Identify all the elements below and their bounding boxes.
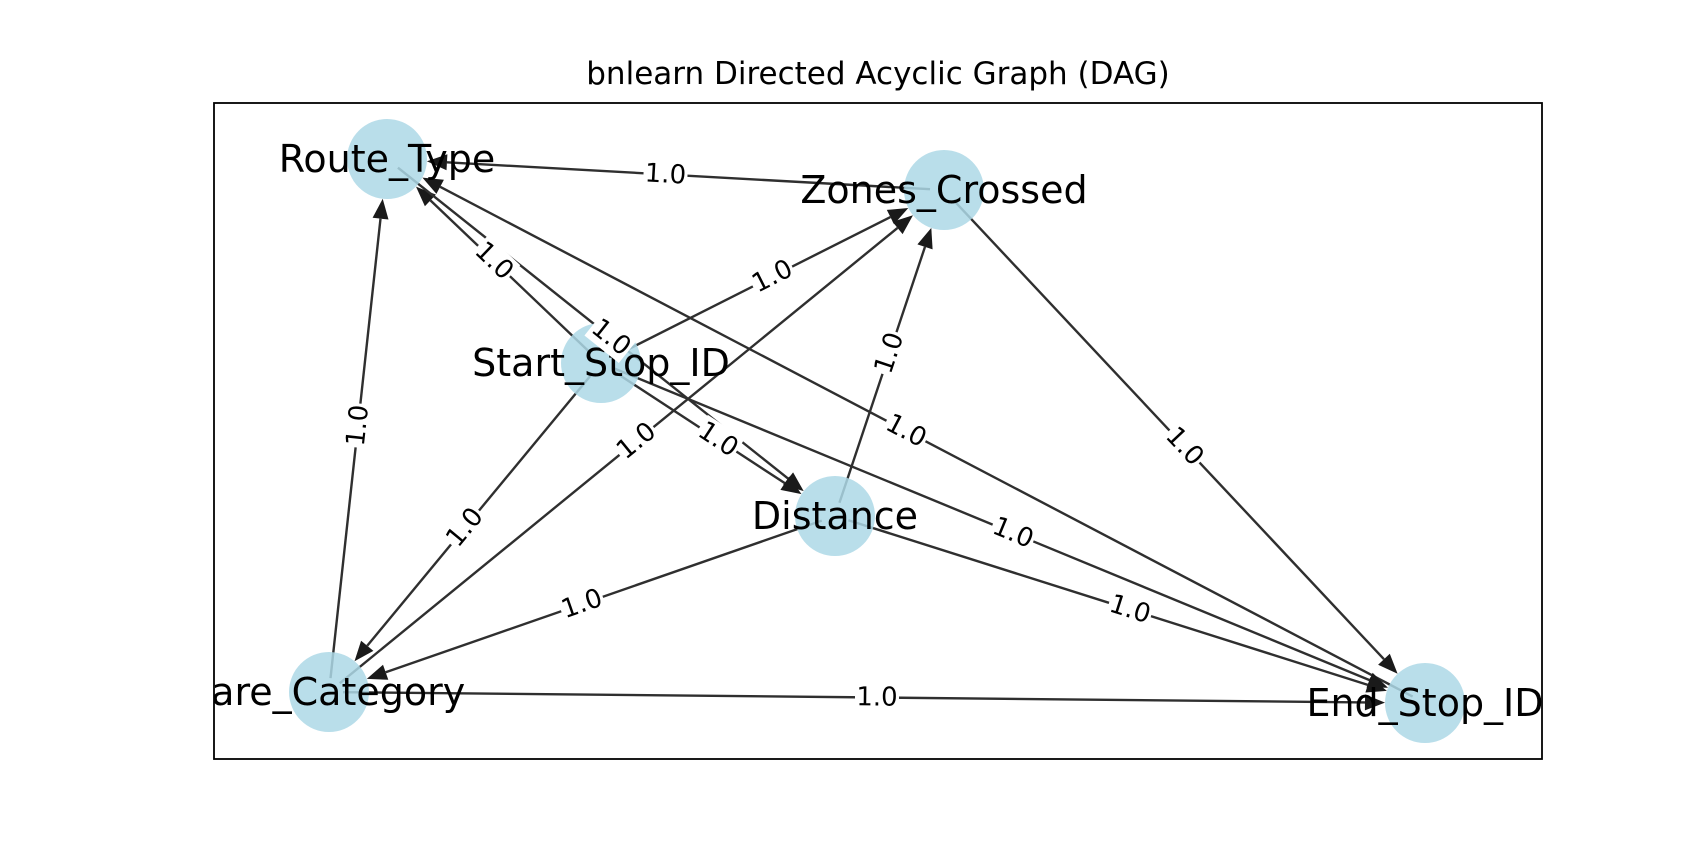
edge-start-stop-id-to-fare-category-label-text: 1.0 [440,502,489,553]
edge-end-stop-id-to-route-type-label-text: 1.0 [881,408,932,454]
edge-distance-to-fare-category-arrowhead [366,664,389,680]
edge-start-stop-id-to-fare-category-label: 1.0 [439,500,491,555]
edge-route-type-to-distance-label-box [584,312,638,363]
edge-start-stop-id-to-zones-crossed-label-text: 1.0 [747,254,797,299]
figure-title: bnlearn Directed Acyclic Graph (DAG) [586,56,1170,92]
edge-fare-category-to-route-type-label-text: 1.0 [341,403,375,447]
edge-fare-category-to-route-type-label: 1.0 [340,402,376,449]
edge-end-stop-id-to-route-type-label: 1.0 [879,407,933,455]
edge-zones-crossed-to-route-type-label-box [642,158,689,191]
edge-start-stop-id-to-route-type [429,199,592,355]
edge-end-stop-id-to-route-type-label-box [879,407,933,455]
edge-zones-crossed-to-end-stop-id-label-box [1158,420,1211,473]
edge-end-stop-id-to-route-type [439,185,1414,698]
node-label-route-type: Route_Type [279,137,496,181]
edge-fare-category-to-route-type [329,218,382,679]
edge-distance-to-end-stop-id-arrowhead [1365,677,1387,693]
edge-start-stop-id-to-route-type-label-box [467,234,521,288]
node-zones-crossed [904,150,984,230]
edge-fare-category-to-route-type-arrowhead [372,198,389,220]
edge-end-stop-id-to-route-type-arrowhead [422,177,444,194]
edge-distance-to-fare-category-label-box [556,582,608,626]
edge-distance-to-zones-crossed [838,246,927,504]
edge-start-stop-id-to-distance-label-text: 1.0 [692,416,743,464]
node-fare-category [289,652,369,732]
edge-fare-category-to-end-stop-id-label-text: 1.0 [856,682,898,712]
edge-start-stop-id-to-fare-category-label-box [439,500,491,555]
edge-fare-category-to-end-stop-id-arrowhead [1364,694,1385,711]
edge-zones-crossed-to-route-type-label-text: 1.0 [644,158,687,190]
edge-fare-category-to-zones-crossed-label: 1.0 [609,415,664,467]
edge-zones-crossed-to-end-stop-id-arrowhead [1378,653,1398,674]
edge-distance-to-zones-crossed-label-box [868,327,911,379]
edge-start-stop-id-to-distance [612,369,786,485]
edge-zones-crossed-to-end-stop-id [952,199,1385,661]
edge-distance-to-fare-category-label: 1.0 [556,582,608,626]
edge-zones-crossed-to-route-type-arrowhead [426,154,448,171]
edge-distance-to-end-stop-id-label-box [1104,588,1156,631]
node-label-zones-crossed: Zones_Crossed [800,168,1087,212]
edge-start-stop-id-to-end-stop-id [613,367,1370,682]
edge-fare-category-to-zones-crossed-label-text: 1.0 [611,416,662,465]
edge-start-stop-id-to-zones-crossed-label-box [746,253,799,300]
edge-start-stop-id-to-distance-label: 1.0 [691,414,745,465]
edge-fare-category-to-end-stop-id-label: 1.0 [854,682,900,713]
node-distance [795,476,875,556]
edge-fare-category-to-zones-crossed-arrowhead [892,215,913,235]
edge-fare-category-to-end-stop-id-label-box [854,682,900,713]
edge-distance-to-fare-category [385,519,823,674]
edge-start-stop-id-to-fare-category [366,373,594,647]
nodes-layer [289,119,1465,743]
edge-fare-category-to-end-stop-id [342,690,1366,704]
edge-fare-category-to-route-type-label-box [340,402,376,449]
edge-zones-crossed-to-route-type-label: 1.0 [642,158,689,191]
edge-start-stop-id-to-zones-crossed [612,215,891,358]
edge-distance-to-end-stop-id-label-text: 1.0 [1106,589,1154,630]
node-route-type [347,119,427,199]
edge-start-stop-id-to-route-type-arrowhead [416,186,436,207]
edge-start-stop-id-to-zones-crossed-label: 1.0 [746,253,799,300]
edge-start-stop-id-to-distance-label-box [691,414,745,465]
edge-start-stop-id-to-end-stop-id-label: 1.0 [986,510,1040,556]
edge-fare-category-to-zones-crossed [339,227,899,685]
edge-start-stop-id-to-end-stop-id-label-box [986,510,1040,556]
node-end-stop-id [1385,663,1465,743]
edge-start-stop-id-to-fare-category-arrowhead [354,640,374,662]
node-label-fare-category: Fare_Category [193,670,465,714]
edge-distance-to-end-stop-id [847,519,1369,687]
edge-distance-to-zones-crossed-label: 1.0 [868,327,911,379]
graph-area: Route_TypeZones_CrossedStart_Stop_IDDist… [193,119,1543,743]
plot-frame [213,102,1543,760]
edge-start-stop-id-to-distance-arrowhead [780,476,802,495]
edges-layer [329,154,1414,711]
node-label-end-stop-id: End_Stop_ID [1306,681,1543,725]
edge-distance-to-end-stop-id-label: 1.0 [1104,588,1156,631]
edge-zones-crossed-to-route-type [446,161,931,191]
edge-fare-category-to-zones-crossed-label-box [609,415,664,467]
edge-start-stop-id-to-zones-crossed-arrowhead [886,208,909,225]
node-label-distance: Distance [752,494,918,538]
edge-distance-to-zones-crossed-arrowhead [917,227,933,250]
